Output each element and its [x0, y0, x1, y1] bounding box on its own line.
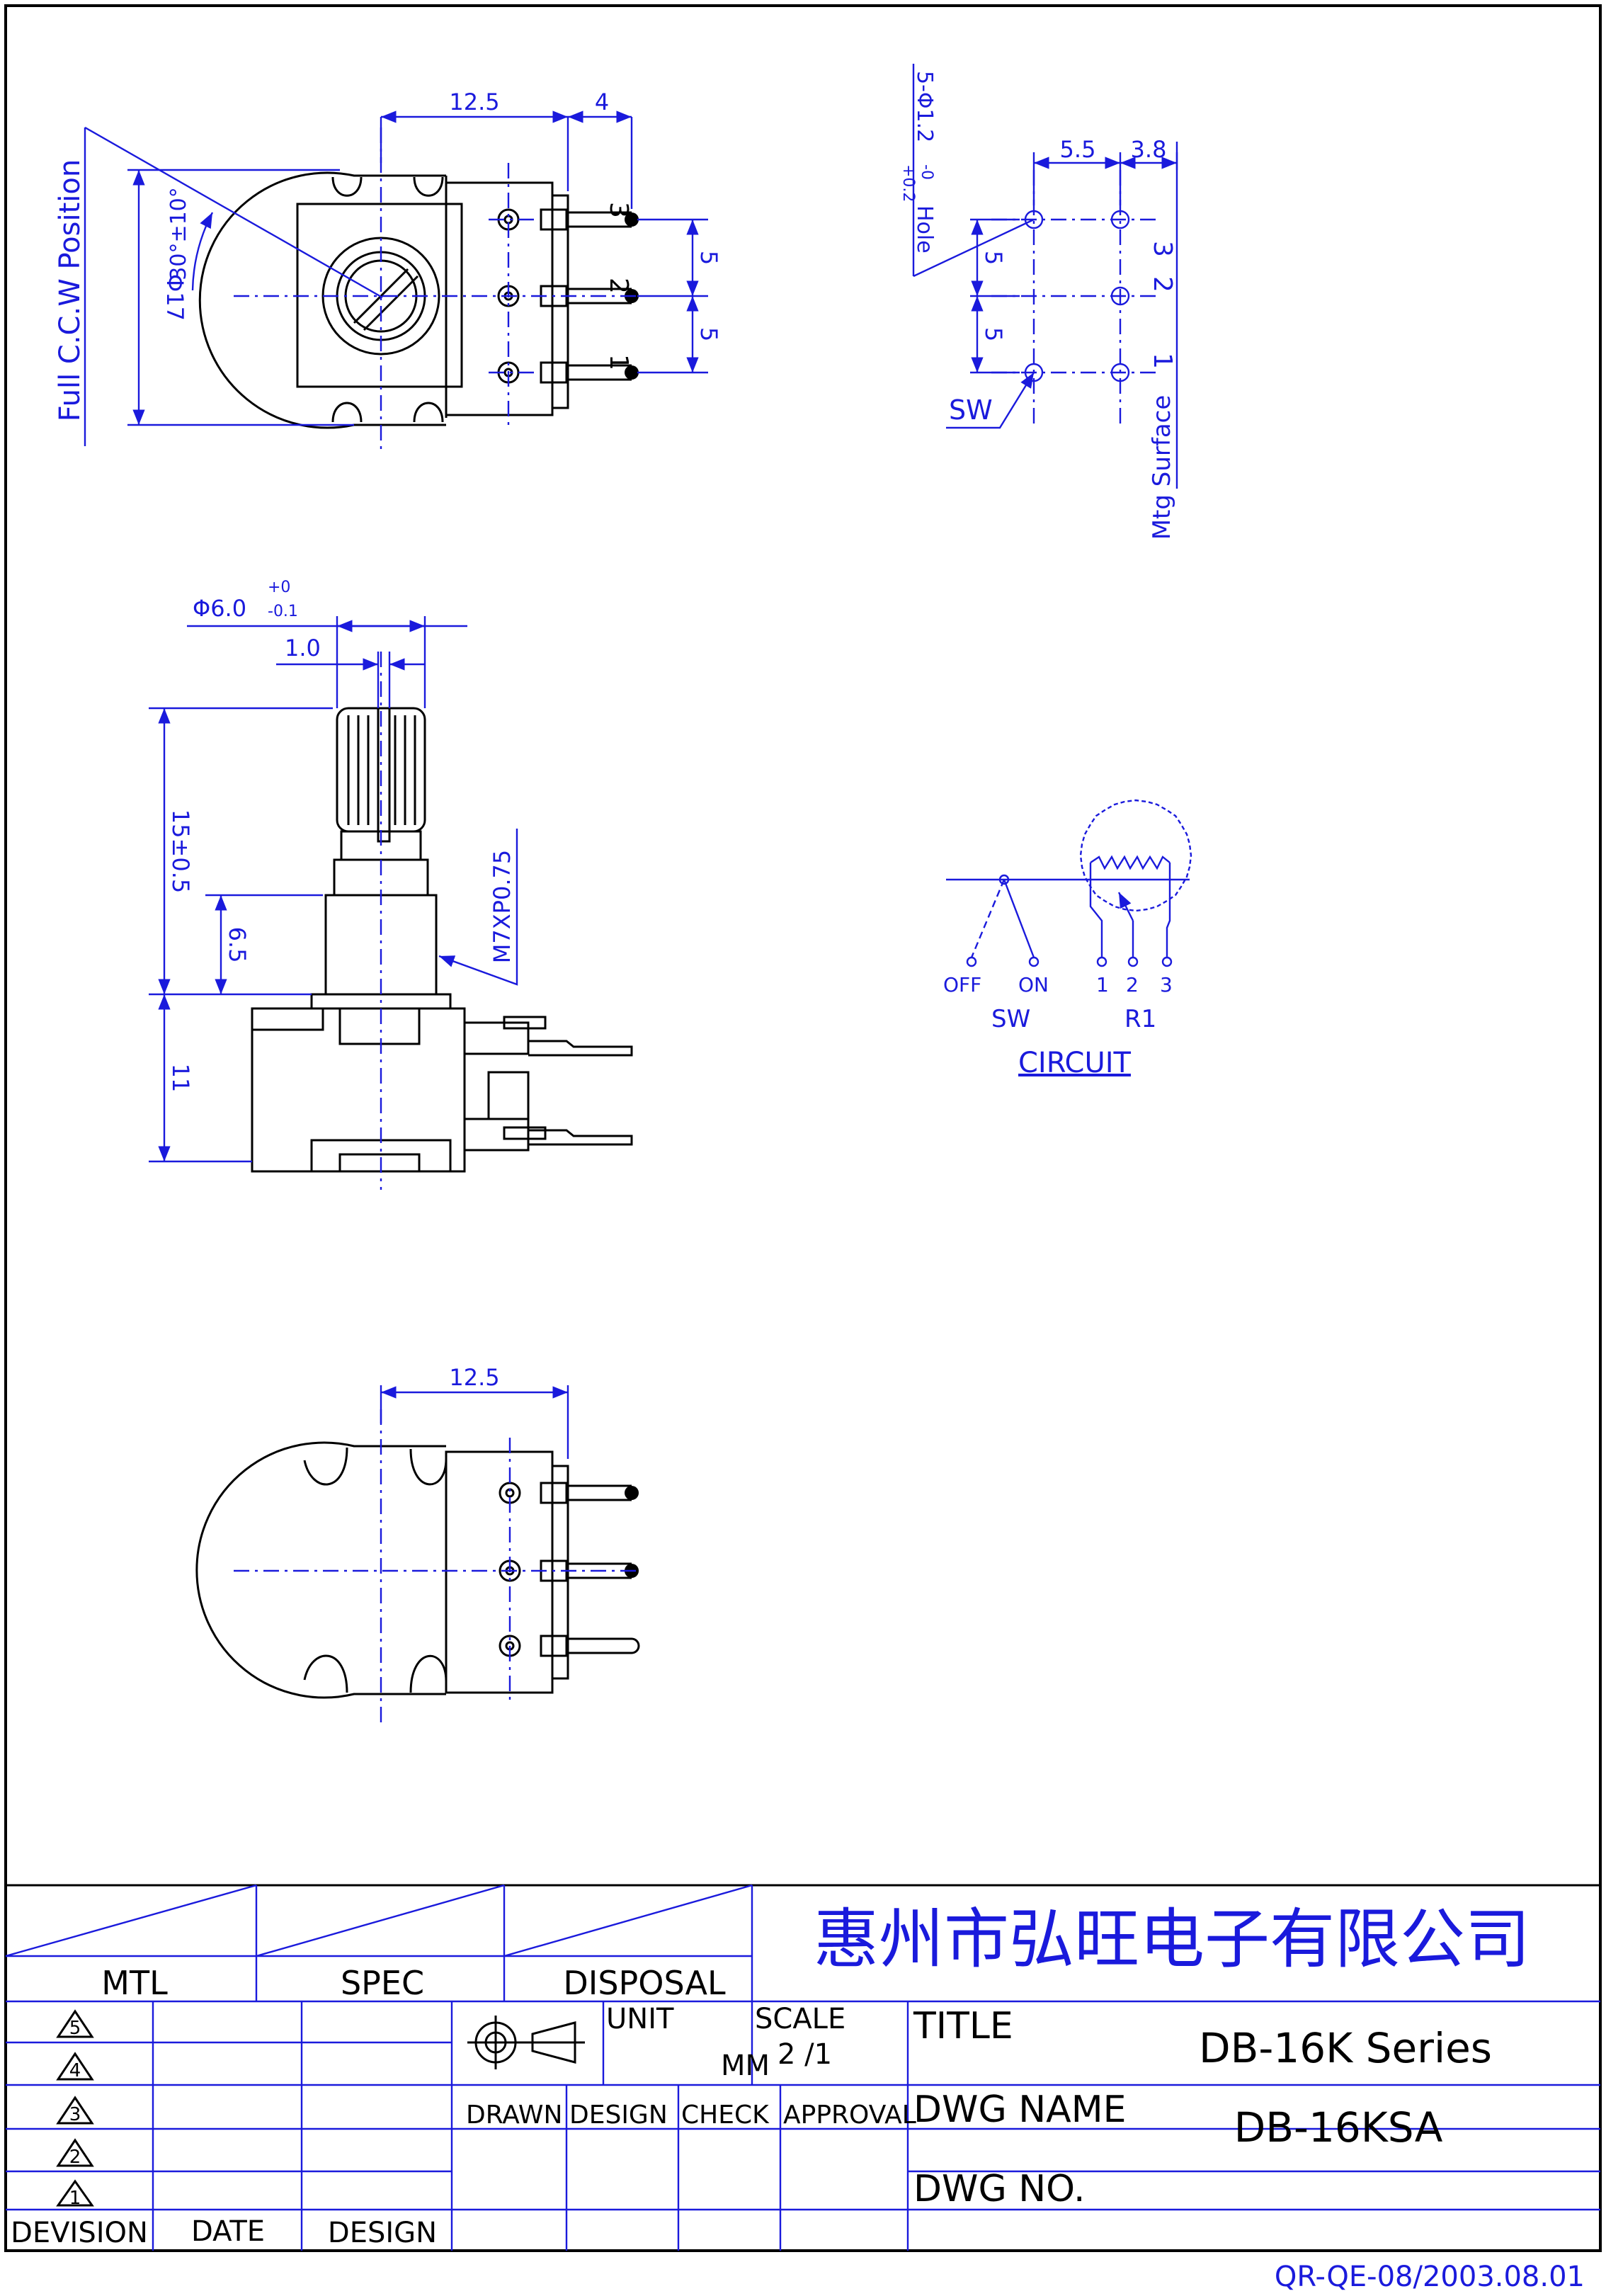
tb-dwg-name-value: DB-16KSA — [1234, 2103, 1443, 2152]
circuit-off: OFF — [943, 973, 981, 996]
pcb-pin-1: 1 — [1148, 353, 1177, 369]
top-view: 12.5 4 5 5 Φ17 30°±10° Full C.C.W Positi… — [54, 89, 722, 453]
tb-approval: APPROVAL — [783, 2101, 916, 2130]
bottom-dim-body: 12.5 — [449, 1364, 499, 1391]
pcb-hole-tol-plus: +0.2 — [899, 164, 917, 202]
pcb-sw-label: SW — [949, 394, 993, 426]
pcb-dim-x2: 3.8 — [1131, 136, 1167, 163]
sheet-border — [4, 4, 1602, 2252]
tb-drawn: DRAWN — [466, 2101, 562, 2130]
top-pin-3: 3 — [604, 202, 633, 218]
tb-title-value: DB-16K Series — [1199, 2024, 1492, 2072]
projection-symbol-icon — [467, 2016, 585, 2069]
tb-rev-2: 2 — [69, 2147, 81, 2168]
tb-design: DESIGN — [328, 2217, 437, 2249]
tb-scale-label: SCALE — [755, 2003, 845, 2035]
circuit-on: ON — [1018, 973, 1049, 996]
pcb-dim-y1: 5 — [980, 251, 1007, 265]
pcb-dim-y2: 5 — [980, 327, 1007, 341]
tb-spec: SPEC — [341, 1964, 424, 2002]
tb-rev-4: 4 — [69, 2060, 81, 2081]
top-dim-diameter: Φ17 — [161, 274, 188, 321]
thread-length: 6.5 — [224, 927, 251, 963]
pcb-pin-2: 2 — [1148, 276, 1177, 292]
bottom-terminal-1 — [499, 1482, 639, 1504]
tb-title-label: TITLE — [913, 2005, 1013, 2047]
revision-markers — [56, 2009, 94, 2207]
shaft-length: 15±0.5 — [167, 809, 194, 893]
tb-company: 惠州市弘旺电子有限公司 — [814, 1902, 1530, 1977]
tb-unit-label: UNIT — [606, 2003, 674, 2035]
tb-rev-1: 1 — [69, 2188, 81, 2209]
tb-disposal: DISPOSAL — [563, 1964, 726, 2002]
top-dim-pin: 4 — [595, 89, 609, 115]
body-height: 11 — [167, 1064, 194, 1093]
footer-code: QR-QE-08/2003.08.01 — [1275, 2261, 1585, 2293]
tb-date: DATE — [191, 2215, 265, 2248]
tb-dwg-name-label: DWG NAME — [913, 2088, 1126, 2131]
pcb-layout: 5-Φ1.2 +0.2 -0 Hole 3 2 1 Mtg Surface 5.… — [899, 64, 1178, 540]
top-pin-1: 1 — [604, 354, 633, 370]
shaft-dia: Φ6.0 — [193, 595, 246, 622]
tb-unit-value: MM — [721, 2050, 770, 2082]
pcb-mount-label: Mtg Surface — [1148, 395, 1176, 540]
pcb-hole-word: Hole — [912, 205, 937, 254]
tb-division: DEVISION — [11, 2217, 148, 2249]
top-angle: 30°±10° — [166, 187, 191, 280]
tb-design2: DESIGN — [569, 2101, 668, 2130]
side-view: Φ6.0 +0 -0.1 1.0 15±0.5 6.5 11 M7XP0.75 — [149, 579, 633, 1190]
thread-spec: M7XP0.75 — [489, 850, 516, 963]
slot-width: 1.0 — [285, 635, 321, 661]
tb-check: CHECK — [681, 2101, 770, 2130]
circuit-diagram: OFF ON SW 1 2 3 R1 CIRCUIT — [943, 799, 1192, 1079]
shaft-tol-minus: -0.1 — [268, 603, 298, 620]
shaft-tol-plus: +0 — [268, 579, 290, 596]
top-dim-pitch-2: 5 — [695, 327, 722, 341]
pcb-hole-label: 5-Φ1.2 — [912, 71, 937, 142]
tb-dwg-no-label: DWG NO. — [913, 2168, 1086, 2210]
title-block: MTL SPEC DISPOSAL 惠州市弘旺电子有限公司 5 4 3 2 1 … — [5, 1884, 1600, 2251]
pcb-dim-x1: 5.5 — [1060, 136, 1096, 163]
tb-mtl: MTL — [101, 1964, 168, 2002]
top-dim-pitch-1: 5 — [695, 251, 722, 265]
bottom-view: 12.5 — [195, 1364, 640, 1728]
top-pin-2: 2 — [604, 278, 633, 294]
tb-rev-3: 3 — [69, 2104, 81, 2125]
pcb-hole-tol-minus: -0 — [918, 164, 935, 180]
bottom-terminal-3 — [499, 1635, 640, 1657]
tb-rev-5: 5 — [69, 2018, 81, 2039]
pcb-pin-3: 3 — [1148, 241, 1177, 257]
circuit-r1: R1 — [1124, 1005, 1156, 1033]
top-dim-body: 12.5 — [449, 89, 499, 115]
circuit-sw: SW — [991, 1005, 1030, 1033]
circuit-pin-2: 2 — [1126, 973, 1139, 996]
rotation-label: Full C.C.W Position — [54, 159, 86, 421]
circuit-title: CIRCUIT — [1018, 1047, 1132, 1079]
circuit-pin-3: 3 — [1160, 973, 1173, 996]
circuit-pin-1: 1 — [1096, 973, 1109, 996]
tb-scale-value: 2 /1 — [778, 2038, 832, 2071]
